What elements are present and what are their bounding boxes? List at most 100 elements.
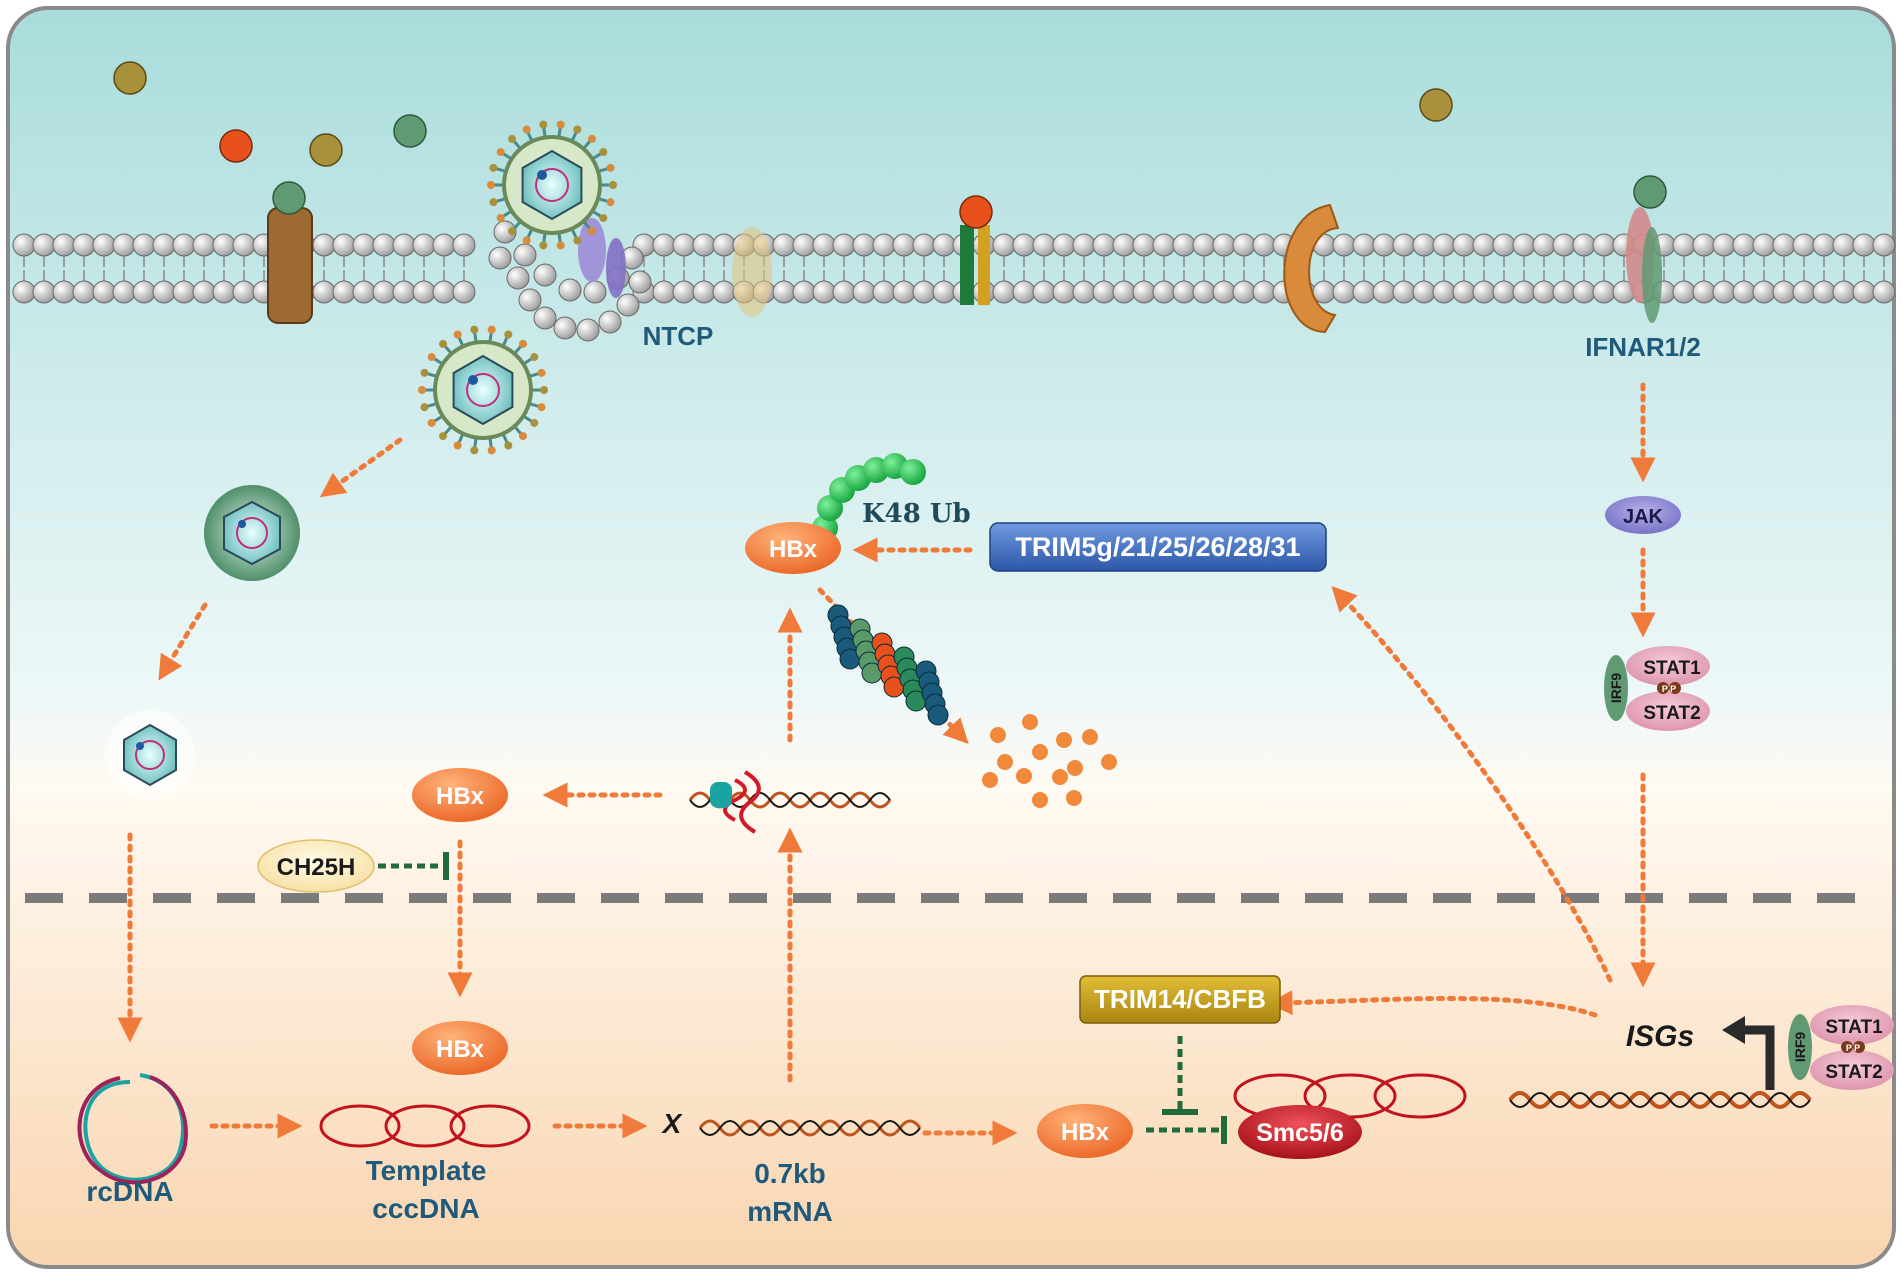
ifn-ligands [113, 61, 1453, 167]
hbv-virion [418, 325, 548, 455]
lipid-head [1552, 280, 1576, 304]
lipid-head [1712, 280, 1736, 304]
lipid-head [1552, 233, 1576, 257]
jak-label: JAK [1623, 506, 1664, 528]
lipid-head [1012, 233, 1036, 257]
lipid-head [1672, 233, 1696, 257]
k48-ubiquitin-chain [812, 453, 926, 541]
lipid-head [558, 278, 582, 302]
ntcp-receptor [578, 218, 606, 282]
receptor-faint [732, 227, 772, 317]
hbx-nuclear-label: HBx [436, 1036, 485, 1063]
k48ub-label: K48 Ub [862, 499, 971, 529]
lipid-head [1772, 280, 1796, 304]
lipid-head [1752, 280, 1776, 304]
lipid-head [1192, 233, 1216, 257]
lipid-head [132, 280, 156, 304]
lipid-head [1392, 280, 1416, 304]
lipid-head [1012, 280, 1036, 304]
nuclear-mrna [698, 1119, 922, 1137]
hbx-nuclear [412, 1021, 508, 1075]
lipid-head [1692, 233, 1716, 257]
lipid-head [1572, 280, 1596, 304]
lipid-head [912, 280, 936, 304]
lipid-head [1052, 280, 1076, 304]
lipid-head [112, 233, 136, 257]
plasma-membrane [12, 220, 1896, 342]
lipid-head [1212, 233, 1236, 257]
trim14-label: TRIM14/CBFB [1094, 984, 1266, 1014]
lipid-head [1072, 233, 1096, 257]
isgs-label: ISGs [1626, 1020, 1694, 1053]
lipid-head [1332, 233, 1356, 257]
naked-capsid [105, 710, 195, 800]
lipid-head [372, 280, 396, 304]
lipid-head [72, 280, 96, 304]
lipid-head [992, 233, 1016, 257]
lipid-head [792, 280, 816, 304]
lipid-head [1752, 233, 1776, 257]
lipid-head [52, 233, 76, 257]
lipid-head [52, 280, 76, 304]
lipid-head [616, 293, 640, 317]
lipid-head [832, 233, 856, 257]
lipid-head [1092, 233, 1116, 257]
ntcp-receptor [606, 238, 626, 298]
arrow-isg-to-trim14 [1267, 990, 1598, 1018]
ifn-ligand [113, 61, 147, 95]
lipid-head [1092, 280, 1116, 304]
lipid-head [1532, 233, 1556, 257]
lipid-head [513, 243, 537, 267]
lipid-head [1572, 233, 1596, 257]
cccdna-label: cccDNA [372, 1193, 479, 1224]
lipid-head [1172, 233, 1196, 257]
lipid-head [332, 280, 356, 304]
cell-background [6, 6, 1896, 1269]
membrane-receptors [267, 175, 1667, 334]
lipid-head [812, 233, 836, 257]
lipid-head [1352, 280, 1376, 304]
lipid-head [1432, 280, 1456, 304]
lipid-head [1232, 233, 1256, 257]
lipid-head [1872, 233, 1896, 257]
lipid-head [32, 280, 56, 304]
stat1-label: STAT1 [1643, 658, 1701, 679]
lipid-head [1052, 233, 1076, 257]
lipid-head [992, 280, 1016, 304]
lipid-head [672, 233, 696, 257]
rcdna-label: rcDNA [86, 1176, 173, 1207]
ribosome-translation [688, 770, 892, 834]
lipid-head [1852, 233, 1876, 257]
lipid-head [372, 233, 396, 257]
isg-promoter-dna [1508, 1091, 1812, 1109]
lipid-head [852, 233, 876, 257]
hbx-translated-label: HBx [436, 783, 485, 810]
lipid-head [32, 233, 56, 257]
lipid-head [598, 310, 622, 334]
uncoating-capsid [204, 485, 300, 581]
lipid-head [892, 280, 916, 304]
mrna-size-label: 0.7kb [754, 1158, 826, 1189]
lipid-head [12, 280, 36, 304]
lipid-head [533, 306, 557, 330]
nascent-peptide [723, 770, 761, 834]
lipid-head [392, 280, 416, 304]
ifnar-label: IFNAR1/2 [1585, 332, 1701, 362]
lipid-head [352, 280, 376, 304]
lipid-head [232, 233, 256, 257]
lipid-head [432, 280, 456, 304]
lipid-head [452, 280, 476, 304]
lipid-head [1212, 280, 1236, 304]
stat2-protein [1810, 1050, 1894, 1090]
lipid-head [493, 220, 517, 244]
lipid-head [672, 280, 696, 304]
lipid-head [533, 263, 557, 287]
rcdna [77, 1073, 188, 1185]
lipid-head [1792, 233, 1816, 257]
inhibition-bars [443, 852, 1227, 1144]
lipid-head [92, 233, 116, 257]
lipid-head [1492, 280, 1516, 304]
lipid-head [1472, 280, 1496, 304]
irf9-protein [1604, 655, 1628, 721]
ifn-ligand [1419, 88, 1453, 122]
